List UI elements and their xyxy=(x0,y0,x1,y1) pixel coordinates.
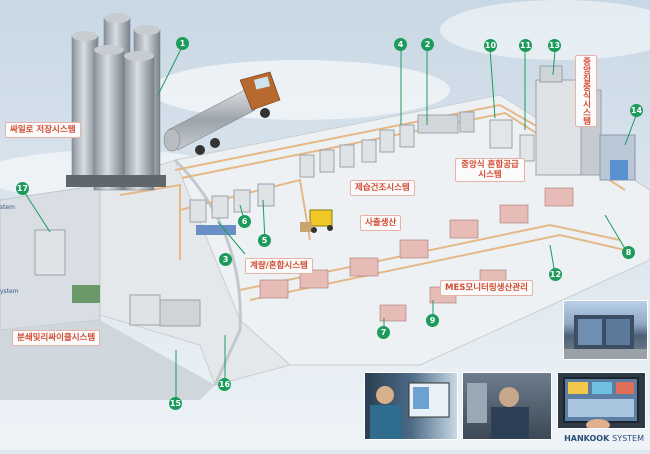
badge-6: 6 xyxy=(238,215,251,228)
badge-15: 15 xyxy=(169,397,182,410)
photo-technician-working xyxy=(462,372,552,440)
edge-text-left-top: stem xyxy=(0,204,16,211)
tanker-truck xyxy=(163,71,281,155)
brand-suffix: SYSTEM xyxy=(612,434,644,443)
badge-1: 1 xyxy=(176,37,189,50)
badge-12: 12 xyxy=(549,268,562,281)
cloud xyxy=(150,60,450,120)
silos xyxy=(66,13,166,191)
label-weighing-mixing: 계량/혼합시스템 xyxy=(245,258,313,274)
badge-2: 2 xyxy=(421,38,434,51)
leader-lines xyxy=(22,46,638,404)
technician-graphic xyxy=(467,383,529,439)
badge-17: 17 xyxy=(16,182,29,195)
label-crushing-recycling: 분쇄및리싸이클시스템 xyxy=(12,330,101,346)
label-silo-storage: 싸일로 저장시스템 xyxy=(5,122,81,138)
badge-4: 4 xyxy=(394,38,407,51)
badge-10: 10 xyxy=(484,39,497,52)
label-central-system: 중앙집중식시스템 xyxy=(575,55,597,127)
left-building-floor xyxy=(99,159,292,386)
photo-engineer-at-screen xyxy=(364,372,458,440)
label-central-mixing: 중앙식 혼합공급시스템 xyxy=(455,158,525,182)
curved-wall xyxy=(173,158,242,386)
badge-16: 16 xyxy=(218,378,231,391)
badge-8: 8 xyxy=(622,246,635,259)
badge-5: 5 xyxy=(258,234,271,247)
badge-3: 3 xyxy=(219,253,232,266)
badge-11: 11 xyxy=(519,39,532,52)
edge-text-left-mid: ystem xyxy=(0,288,19,295)
building-graphic xyxy=(564,315,647,359)
brand-name: HANKOOK xyxy=(564,434,610,443)
touch-panel-graphic xyxy=(563,377,639,428)
badge-7: 7 xyxy=(377,326,390,339)
photo-building xyxy=(563,300,648,360)
injection-machines xyxy=(259,187,574,322)
forklift xyxy=(300,209,333,233)
engineer-graphic xyxy=(370,382,450,439)
label-injection-production: 사출생산 xyxy=(360,215,402,231)
label-mes-monitoring: MES모니터링생산관리 xyxy=(440,280,533,296)
dryer-row xyxy=(299,111,535,178)
label-dehumidifying-dryer: 제습건조시스템 xyxy=(350,180,415,196)
photo-touch-panel xyxy=(557,372,646,429)
central-system-tower xyxy=(535,65,636,181)
badge-14: 14 xyxy=(630,104,643,117)
badge-9: 9 xyxy=(426,314,439,327)
badge-13: 13 xyxy=(548,39,561,52)
weighing-units xyxy=(189,183,275,235)
brand-logo: HANKOOK SYSTEM xyxy=(564,434,644,443)
recycling-units xyxy=(34,229,201,327)
